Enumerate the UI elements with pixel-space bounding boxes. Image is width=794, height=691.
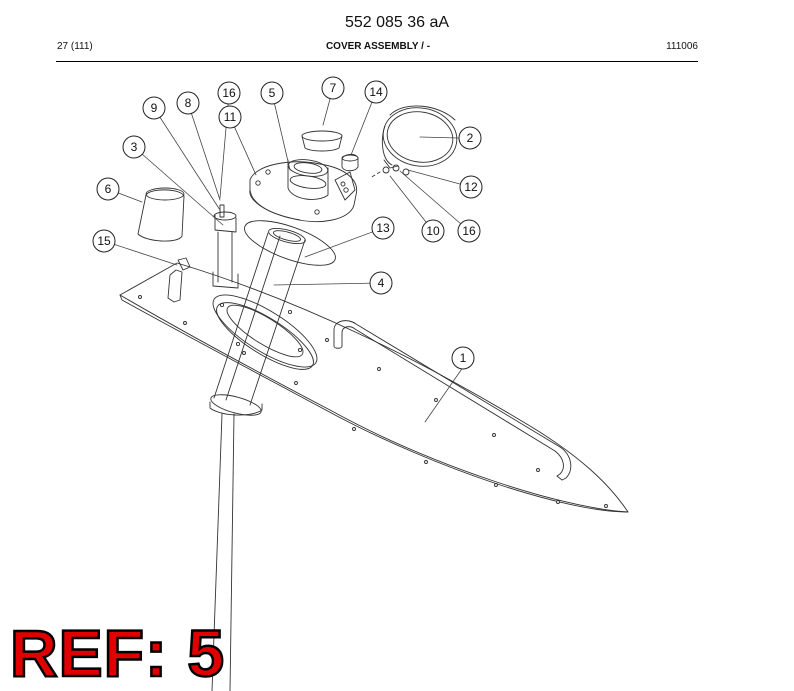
header-rule [56,61,698,62]
callout-11 [218,105,242,129]
callout-label-15: 15 [97,234,111,248]
ref-stamp: REF: 5 [9,616,226,690]
handle-bar [333,320,572,481]
callout-label-11: 11 [224,110,237,124]
callout-6 [96,177,120,201]
cover-plate [119,262,629,513]
callout-3 [122,135,146,159]
callout-16a [217,81,241,105]
callout-5 [260,81,284,105]
callout-8 [176,91,200,115]
callout-label-3: 3 [131,140,138,154]
cylinder-filter [381,105,458,169]
section-title: COVER ASSEMBLY / - [325,41,431,52]
date-code: 111006 [666,41,698,52]
post-clamp [212,204,239,289]
drain-pipe [211,413,235,691]
callout-16b [457,219,481,243]
page-number: 27 (111) [57,41,93,52]
callout-12 [459,175,483,199]
callout-bubbles [92,76,483,370]
gasket [244,220,336,266]
callout-label-6: 6 [105,182,112,196]
top-cover [249,159,358,222]
clamp-hardware [369,164,410,179]
callout-label-7: 7 [330,81,337,95]
cap [301,130,343,152]
callout-1 [451,346,475,370]
callout-label-16b: 16 [462,224,476,238]
callout-label-10: 10 [426,224,440,238]
tube [209,227,306,416]
callout-label-5: 5 [269,86,276,100]
callout-4 [369,271,393,295]
callout-7 [321,76,345,100]
callout-label-14: 14 [369,85,383,99]
callout-label-2: 2 [467,131,474,145]
callout-label-13: 13 [376,221,390,235]
callout-15 [92,229,116,253]
fitting-stub [167,257,191,303]
knob [341,153,359,172]
callout-13 [371,216,395,240]
callout-label-4: 4 [378,276,385,290]
document-number: 552 085 36 aA [344,14,450,31]
callout-9 [142,96,166,120]
callout-label-12: 12 [464,180,478,194]
callout-label-9: 9 [151,101,158,115]
callout-10 [421,219,445,243]
callout-14 [364,80,388,104]
callout-2 [458,126,482,150]
callout-label-8: 8 [185,96,192,110]
callout-label-16a: 16 [222,86,236,100]
leader-lines [103,87,472,423]
callout-label-1: 1 [460,351,467,365]
tube-flange [212,294,318,370]
cylinder [137,187,185,242]
